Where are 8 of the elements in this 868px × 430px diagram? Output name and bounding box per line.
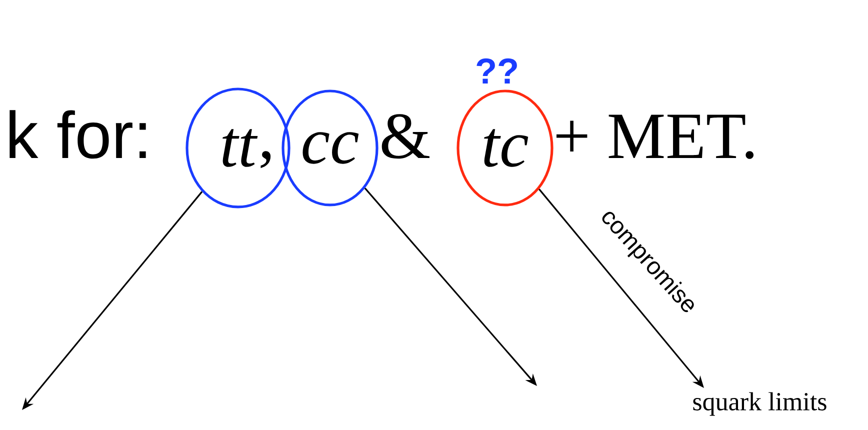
sentence-text: & xyxy=(382,114,430,159)
question-marks: ?? xyxy=(476,58,517,84)
sentence-text: k for: xyxy=(10,110,146,159)
circled-term: cc xyxy=(282,90,378,206)
sentence-text: , xyxy=(260,151,271,168)
circled-term: tc xyxy=(456,90,554,206)
result-text: squark limits xyxy=(693,392,826,416)
sentence-text: + MET. xyxy=(556,114,754,159)
